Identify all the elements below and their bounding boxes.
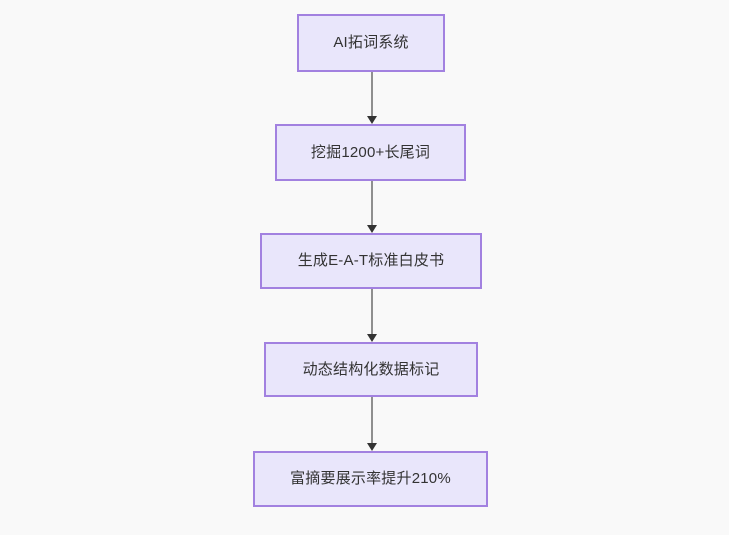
flow-node-label: 生成E-A-T标准白皮书 [297,252,445,269]
arrowhead-icon [367,443,377,451]
edge-line [371,397,373,444]
flow-node-rich-snippet-impression-lift[interactable]: 富摘要展示率提升210% [253,451,488,507]
flow-node-mine-longtail-keywords[interactable]: 挖掘1200+长尾词 [275,124,466,181]
arrowhead-icon [367,334,377,342]
flow-node-generate-eat-whitepaper[interactable]: 生成E-A-T标准白皮书 [260,233,482,289]
flow-node-ai-keyword-system[interactable]: AI拓词系统 [297,14,445,72]
flow-node-label: 挖掘1200+长尾词 [310,143,431,161]
edge-line [371,72,373,117]
edge-line [371,181,373,226]
arrowhead-icon [367,225,377,233]
flow-node-label: 富摘要展示率提升210% [290,470,451,487]
flow-node-label: AI拓词系统 [333,34,409,51]
edge-line [371,289,373,335]
flow-node-dynamic-structured-data-markup[interactable]: 动态结构化数据标记 [264,342,478,397]
arrowhead-icon [367,116,377,124]
flow-node-label: 动态结构化数据标记 [302,360,440,378]
